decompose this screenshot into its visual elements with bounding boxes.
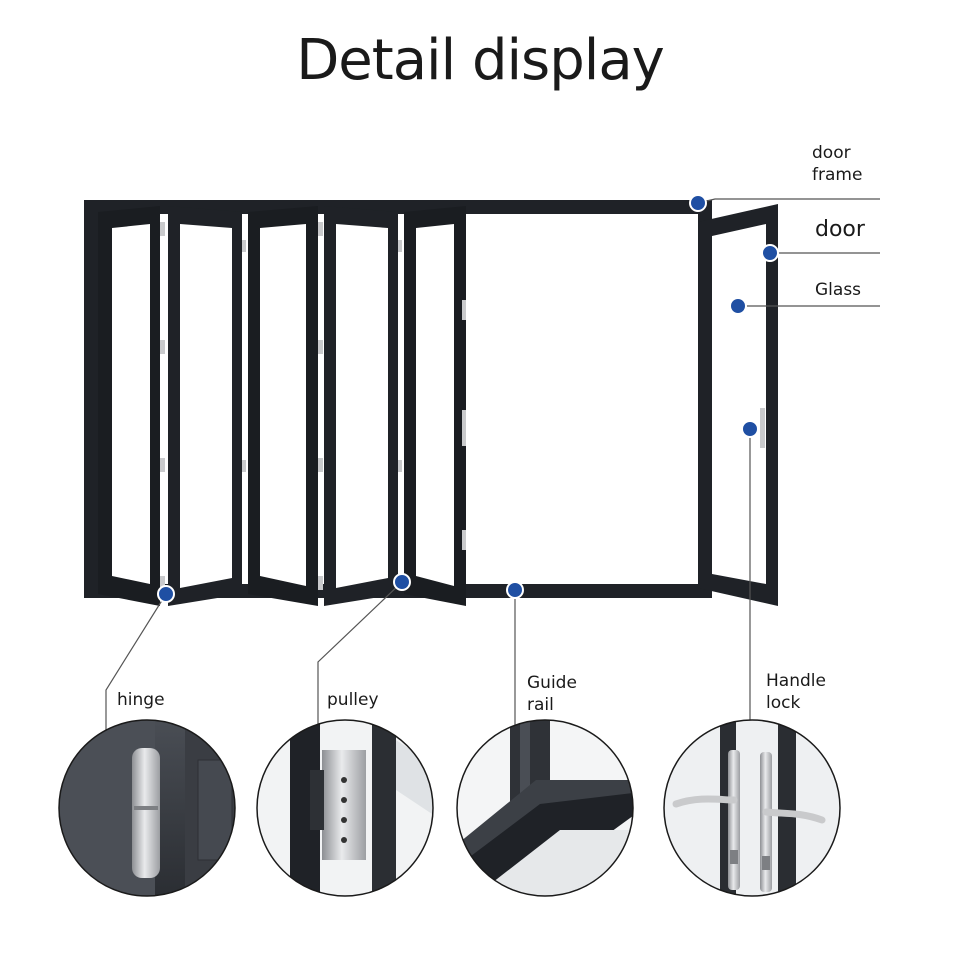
guide-rail-label-line1: Guide [527,673,577,693]
page-title: Detail display [296,28,665,93]
panel-2 [168,206,242,606]
guide-rail-label-line2: rail [527,695,554,715]
door-frame-label: door frame [812,142,862,186]
guide-rail-detail [456,719,634,897]
panel-5 [404,206,466,606]
hinge-marker [157,585,175,603]
door-frame-label-line2: frame [812,165,863,185]
panel-1 [98,206,160,606]
hinge-detail [58,719,236,897]
swing-door [698,204,778,606]
guide-rail-marker [506,581,524,599]
markers [157,194,779,603]
glass-marker [729,297,747,315]
door-frame-label-line1: door [812,143,851,163]
pulley-label: pulley [327,690,379,710]
glass-label: Glass [815,280,862,300]
handle-lock-label: Handle lock [766,670,826,714]
pulley-detail [256,719,434,897]
door-frame-marker [689,194,707,212]
panel-4 [324,206,398,606]
leader-lines [105,198,880,730]
guide-rail-label: Guide rail [527,672,577,716]
hinge-label: hinge [117,690,165,710]
folded-panels [98,206,466,606]
pulley-marker [393,573,411,591]
handle-lock-marker [741,420,759,438]
handle-lock-detail [663,719,841,897]
door-marker [761,244,779,262]
panel-3 [248,206,318,606]
door-label: door [815,217,865,242]
handle-lock-label-line1: Handle [766,671,826,691]
handle-lock-label-line2: lock [766,693,801,713]
